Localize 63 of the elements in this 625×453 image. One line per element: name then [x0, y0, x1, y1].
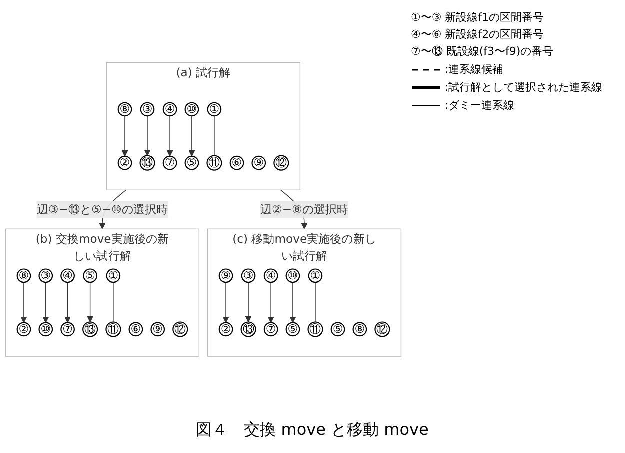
node-circle: ①	[308, 269, 323, 284]
arrow	[290, 282, 296, 324]
node-circle: ⑧	[352, 322, 368, 337]
node-circle: ③	[241, 269, 256, 284]
figure-caption: 図４ 交換 move と移動 move	[195, 420, 430, 441]
node-circle: ③	[38, 269, 54, 284]
node-circle: ⑦	[162, 156, 178, 171]
legend-text: :連系線候補	[445, 62, 504, 77]
arrow	[87, 282, 94, 323]
node-circle: ⑨	[252, 156, 266, 171]
node-circle: ⑬	[240, 322, 256, 338]
arrow	[188, 116, 196, 158]
node-circle: ①	[207, 102, 222, 117]
node-circle: ⑤	[330, 322, 346, 337]
node-circle: ⑤	[184, 156, 200, 171]
node-circle: ③	[140, 102, 155, 117]
edge-label: 辺②−⑧の選択時	[260, 202, 349, 216]
connector	[214, 116, 215, 157]
node-circle: ⑫	[172, 322, 188, 338]
node-circle: ⑤	[286, 322, 300, 337]
node-circle: ②	[118, 156, 132, 171]
node-circle: ②	[16, 322, 32, 337]
node-circle: ⑪	[106, 322, 122, 338]
node-circle: ⑪	[206, 156, 222, 172]
node-circle: ④	[162, 102, 178, 117]
arrow	[20, 282, 28, 324]
connector	[113, 282, 114, 323]
node-circle: ⑤	[83, 269, 98, 284]
node-circle: ①	[106, 269, 121, 284]
node-circle: ④	[60, 269, 75, 284]
arrow	[64, 282, 71, 324]
edge-label: 辺③−⑬と⑤−⑩の選択時	[36, 202, 168, 216]
node-circle: ⑨	[218, 269, 234, 284]
arrow	[166, 116, 174, 158]
node-circle: ⑫	[274, 156, 290, 172]
node-circle: ⑥	[128, 322, 144, 337]
note-text: ⑦〜⑬ 既設線(f3〜f9)の番号	[411, 44, 555, 59]
node-circle: ⑧	[16, 269, 32, 284]
node-circle: ⑩	[38, 322, 54, 337]
node-circle: ⑨	[150, 322, 166, 337]
arrow	[268, 282, 274, 324]
arrow	[222, 282, 230, 324]
node-circle: ②	[218, 322, 234, 337]
node-circle: ⑫	[374, 322, 390, 338]
node-circle: ⑩	[184, 102, 200, 117]
node-circle: ⑩	[286, 269, 300, 284]
node-circle: ④	[264, 269, 278, 284]
note-text: ①〜③ 新設線f1の区間番号	[411, 10, 546, 25]
arrow	[245, 282, 252, 323]
node-circle: ⑧	[118, 102, 132, 117]
node-circle: ⑬	[140, 156, 156, 172]
arrow	[144, 116, 151, 156]
note-text: ④〜⑥ 新設線f2の区間番号	[411, 27, 546, 42]
node-circle: ⑦	[60, 322, 75, 337]
node-circle: ⑥	[230, 156, 244, 171]
node-circle: ⑬	[82, 322, 98, 338]
legend-text: :試行解として選択された連系線	[445, 80, 603, 95]
node-circle: ⑪	[308, 322, 324, 338]
arrow	[42, 282, 50, 324]
arrow	[122, 116, 128, 158]
node-circle: ⑦	[264, 322, 278, 337]
connector	[315, 282, 316, 323]
legend-text: :ダミー連系線	[445, 98, 515, 113]
